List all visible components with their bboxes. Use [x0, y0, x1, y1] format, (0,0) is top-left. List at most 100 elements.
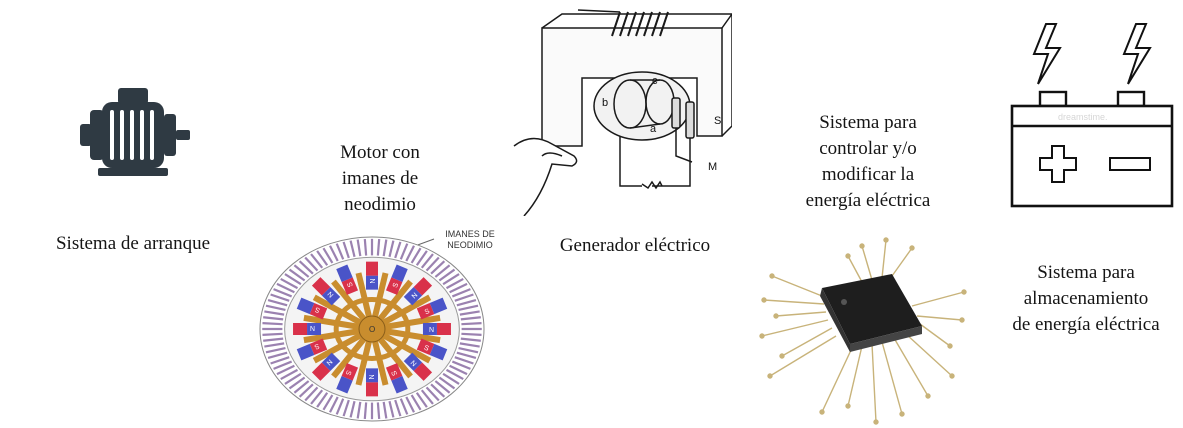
stator-tooth	[310, 389, 324, 405]
magnet-pole-outer	[341, 363, 359, 381]
stator-tooth	[456, 351, 477, 360]
lightning-bolt-icon	[1032, 23, 1062, 85]
stator-tooth	[298, 260, 314, 275]
storage-label-line-1: Sistema para	[1037, 262, 1135, 283]
stator-tooth	[399, 398, 409, 415]
plus-sign	[1039, 145, 1077, 183]
magnet-pole-outer	[321, 287, 341, 306]
stator-tooth	[438, 376, 456, 390]
magnet-letter: S	[424, 308, 431, 316]
chip-pin-end	[773, 313, 779, 319]
control-label: Sistema para controlar y/o modificar la …	[768, 110, 968, 214]
stator-tooth	[430, 383, 446, 398]
stator-tooth	[342, 241, 350, 259]
magnet-letter: S	[344, 369, 352, 376]
stator-tooth	[445, 277, 464, 290]
magnet-pole-inner	[413, 277, 433, 296]
stator-tooth	[461, 322, 482, 326]
magnet-pole-inner	[366, 261, 378, 276]
rotor-hub	[358, 315, 386, 343]
magnet: N	[403, 352, 433, 381]
magnet-callout: IMANES DE NEODIMIO	[435, 229, 505, 251]
generator-label-b: b	[602, 97, 608, 109]
magnet-letter: N	[327, 290, 336, 299]
chip-pin	[847, 345, 863, 407]
storage-label-line-2: almacenamiento	[1023, 288, 1149, 309]
stator-tooth	[420, 389, 434, 405]
magnet-pole-inner	[336, 376, 353, 394]
chip-pin	[881, 239, 887, 279]
generator-label: Generador eléctrico	[559, 235, 711, 256]
magnet-pole-outer	[416, 303, 435, 320]
chip-pin	[761, 319, 829, 337]
stator-tooth	[284, 372, 302, 385]
stator-tooth	[430, 260, 446, 275]
control-label-line-4: energía eléctrica	[805, 190, 931, 211]
magnet-pole-inner	[413, 362, 433, 381]
chip-pin	[919, 323, 951, 347]
stator-tooth	[262, 332, 283, 336]
magnet-pole-inner	[293, 323, 308, 335]
chip-pin-end	[845, 403, 851, 409]
stator-tooth	[459, 310, 480, 316]
stator-tooth	[382, 401, 388, 419]
chip-pin-end	[779, 353, 785, 359]
chip-pin	[763, 299, 825, 305]
generator-label-c: c	[652, 75, 658, 87]
magnet: S	[296, 338, 328, 361]
watermark: dreamstime.	[1058, 112, 1108, 122]
storage-label: Sistema para almacenamiento de energía e…	[990, 260, 1182, 338]
stator-tooth	[267, 351, 288, 360]
magnet: N	[293, 323, 322, 335]
stator-tooth	[449, 364, 468, 376]
magnet-pole-outer	[341, 277, 359, 295]
magnet: S	[385, 363, 408, 394]
chip-pin	[891, 247, 913, 277]
stator-tooth	[382, 239, 388, 257]
stator-tooth	[415, 250, 428, 266]
generator-label-s: S	[714, 115, 721, 127]
stator-tooth	[304, 386, 319, 402]
chip-pin-end	[961, 289, 967, 295]
stator-tooth	[394, 399, 402, 417]
storage-panel: dreamstime. Sistema para almacenamiento …	[990, 0, 1183, 428]
stator-tooth	[280, 277, 299, 290]
starter-panel: Sistema de arranque	[0, 0, 250, 428]
chip-pin	[821, 347, 853, 413]
magnet-pole-inner	[311, 277, 331, 296]
chip-pin-end	[845, 253, 851, 259]
chip-pin-end	[873, 419, 879, 425]
electric-generator-diagram: b a c S M	[513, 9, 732, 216]
magnet-motor-panel: Motor con imanes de neodimio IMANES DE N…	[250, 0, 510, 428]
stator-tooth	[288, 376, 306, 390]
stator-tooth	[270, 356, 290, 365]
magnet-pole-outer	[321, 352, 341, 371]
control-label-line-1: Sistema para	[819, 112, 917, 133]
magnet-letter: S	[314, 305, 321, 313]
stator-tooth	[298, 383, 314, 398]
magnet-callout-line-2: NEODIMIO	[447, 240, 493, 250]
stator-tooth	[405, 396, 415, 413]
stator-tooth	[461, 332, 482, 336]
stator-tooth	[335, 243, 345, 260]
chip-pin-end	[947, 343, 953, 349]
stator-tooth	[316, 250, 329, 266]
chip-pin	[771, 275, 823, 297]
stator-tooth	[280, 368, 299, 381]
stator-tooth	[405, 245, 415, 262]
stator-tooth	[456, 298, 477, 307]
chip-pin-end	[909, 245, 915, 251]
starter-label: Sistema de arranque	[55, 233, 211, 254]
stator-tooth	[363, 238, 368, 256]
control-label-line-3: modificar la	[821, 164, 915, 185]
magnet-letter: N	[429, 327, 434, 334]
magnet: S	[416, 338, 448, 361]
magnet-letter: N	[411, 292, 420, 301]
chip-pin-end	[925, 393, 931, 399]
magnet-pole-outer	[366, 368, 378, 383]
chip-pin	[916, 315, 963, 321]
magnet-pole-inner	[429, 297, 448, 315]
magnet-letter: N	[310, 324, 315, 331]
stator-tooth	[363, 402, 368, 420]
stator-tooth	[438, 268, 456, 282]
